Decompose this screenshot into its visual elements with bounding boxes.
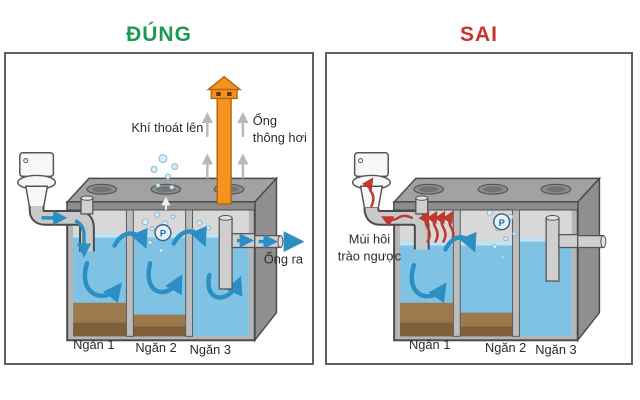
- inlet-flow-arrows: [41, 210, 92, 258]
- bubbles: [141, 154, 211, 253]
- sludge-layer: [73, 302, 186, 337]
- toilet-cistern: [19, 151, 55, 178]
- gas-arrows: [161, 111, 249, 210]
- compartment-label-1: Ngăn 1: [73, 337, 114, 352]
- sludge-layer: [400, 302, 513, 337]
- divider-wall-2: [512, 209, 520, 337]
- vent-label-line2: thông hơi: [253, 130, 307, 145]
- correct-septic-diagram: P Khí thoát lên Ống thông hơi Ống ra Ngă…: [17, 75, 307, 357]
- gas-label: Khí thoát lên: [131, 120, 203, 135]
- flush-button: [23, 158, 29, 164]
- correct-title: ĐÚNG: [126, 23, 192, 46]
- divider-wall-1: [125, 209, 134, 337]
- pump-label: P: [499, 218, 505, 228]
- compartment-label-3: Ngăn 3: [190, 342, 231, 357]
- septic-tank: [65, 176, 279, 343]
- compartment-label-3: Ngăn 3: [535, 342, 576, 357]
- compartment-label-2: Ngăn 2: [485, 340, 526, 355]
- flow-arrows: [409, 231, 477, 304]
- vent-pipe: [206, 75, 243, 205]
- odor-label-line1: Mùi hôi: [349, 232, 390, 247]
- flush-button: [358, 158, 364, 164]
- tank-slab-edge: [393, 201, 579, 211]
- outlet-pipe: [545, 215, 607, 282]
- pump-badge: P: [493, 213, 511, 231]
- toilet: [17, 151, 57, 209]
- pump-badge: P: [154, 224, 172, 242]
- toilet-base: [24, 185, 49, 209]
- pump-label: P: [160, 229, 166, 239]
- odor-arrow-in-pipe: [381, 214, 414, 227]
- vent-pipe-shaft: [216, 96, 232, 205]
- odor-label-line2: trào ngược: [338, 248, 402, 263]
- odor-arrow-toilet: [361, 177, 375, 208]
- wrong-title: SAI: [459, 23, 498, 46]
- toilet-cistern: [353, 151, 389, 178]
- wrong-septic-diagram: P Mùi hôi trào ngược Ngăn 1 Ngăn 2 Ngăn …: [338, 151, 607, 357]
- outlet-label: Ống ra: [264, 251, 304, 266]
- flow-arrows: [82, 225, 243, 304]
- correct-diagram-panel: P Khí thoát lên Ống thông hơi Ống ra Ngă…: [4, 52, 314, 365]
- outlet-pipe: [218, 215, 305, 290]
- wrong-diagram-panel: P Mùi hôi trào ngược Ngăn 1 Ngăn 2 Ngăn …: [325, 52, 633, 365]
- divider-wall-2: [185, 209, 194, 337]
- vent-cap-collar: [210, 88, 238, 100]
- compartment-label-1: Ngăn 1: [409, 337, 450, 352]
- divider-wall-1: [452, 209, 461, 337]
- manhole-covers: [413, 183, 572, 195]
- vent-label-line1: Ống: [253, 113, 277, 128]
- tank-slab-edge: [66, 201, 256, 211]
- compartment-label-2: Ngăn 2: [135, 340, 176, 355]
- tank-side-face: [576, 176, 601, 343]
- vent-cap-roof: [206, 75, 243, 91]
